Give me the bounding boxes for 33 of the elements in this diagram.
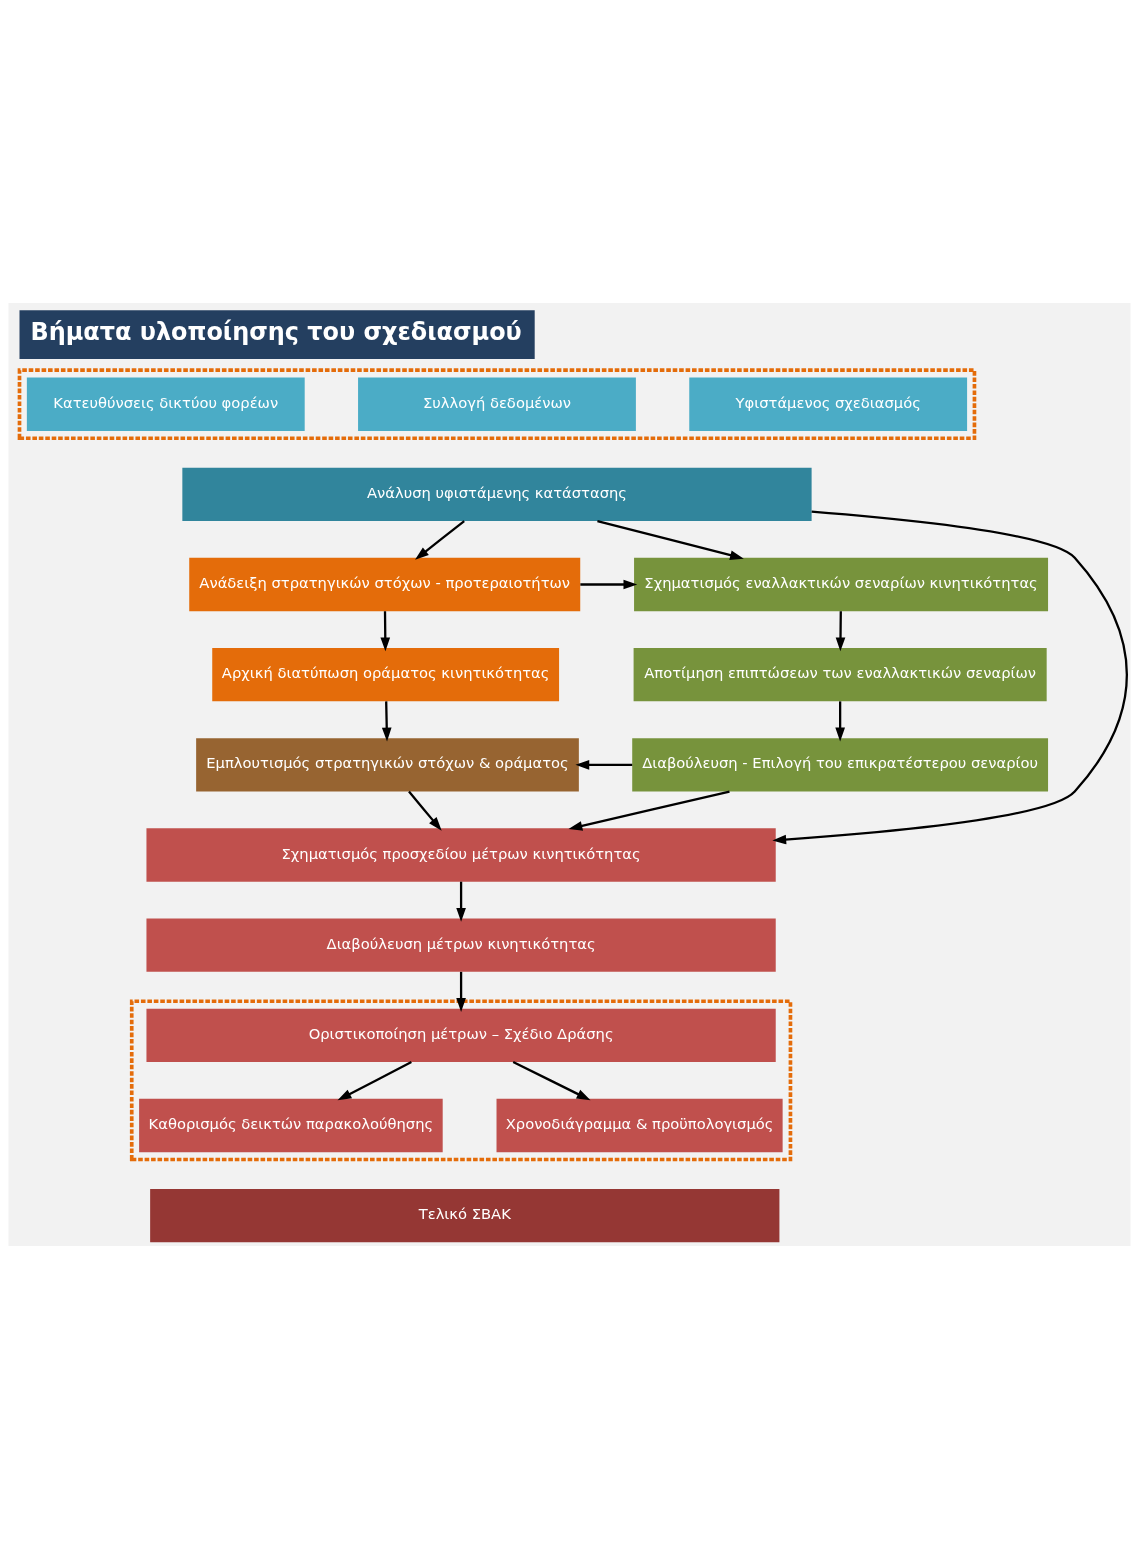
- arrow: [456, 881, 466, 922]
- node-box: Ανάδειξη στρατηγικών στόχων - προτεραιοτήτων: [189, 557, 581, 611]
- node-box: Ανάλυση υφιστάμενης κατάστασης: [182, 467, 812, 521]
- node-box: Εμπλουτισμός στρατηγικών στόχων & οράματος: [196, 737, 579, 791]
- arrow: [380, 610, 391, 651]
- arrow: [568, 789, 730, 831]
- arrow: [597, 519, 744, 560]
- arrow: [835, 610, 846, 651]
- arrow: [337, 1060, 412, 1100]
- node-box: Χρονοδιάγραμμα & προϋπολογισμός: [496, 1098, 783, 1152]
- node-box: Αποτίμηση επιπτώσεων των εναλλακτικών σεναρίων: [633, 647, 1047, 701]
- arrow: [580, 579, 638, 589]
- arrow: [512, 1060, 591, 1100]
- node-box: Σχηματισμός εναλλακτικών σεναρίων κινητικότητας: [634, 557, 1049, 611]
- node-box: Οριστικοποίηση μέτρων – Σχέδιο Δράσης: [146, 1008, 776, 1062]
- node-box: Τελικό ΣΒΑΚ: [150, 1188, 780, 1242]
- arrow: [456, 971, 466, 1012]
- arrow: [772, 510, 1128, 844]
- node-box: Συλλογή δεδομένων: [358, 377, 636, 431]
- node-box: Αρχική διατύπωση οράματος κινητικότητας: [212, 647, 560, 701]
- arrow: [408, 790, 442, 831]
- node-box: Σχηματισμός προσχεδίου μέτρων κινητικότητας: [146, 827, 776, 882]
- arrow: [381, 700, 392, 741]
- diagram-title: Βήματα υλοποίησης του σχεδιασμού: [30, 317, 522, 346]
- node-box: Διαβούλευση μέτρων κινητικότητας: [146, 918, 776, 972]
- node-box: Καθορισμός δεικτών παρακολούθησης: [139, 1098, 443, 1152]
- node-box: Διαβούλευση - Επιλογή του επικρατέστερου σεναρίου: [632, 737, 1049, 791]
- arrow: [835, 700, 845, 741]
- arrow: [415, 519, 465, 560]
- node-box: Κατευθύνσεις δικτύου φορέων: [26, 377, 305, 431]
- cluster: [17, 367, 977, 440]
- node-box: Υφιστάμενος σχεδιασμός: [689, 377, 968, 431]
- arrow: [575, 759, 633, 770]
